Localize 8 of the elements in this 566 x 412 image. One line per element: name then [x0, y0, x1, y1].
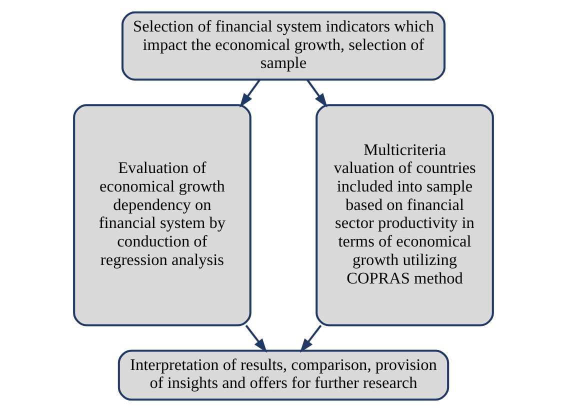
node-box: Multicriteria valuation of countries included into sample based on financial sector productivity in terms of economical growth utilizing COPRAS method — [315, 104, 494, 326]
arrow — [299, 324, 322, 353]
node-box: Interpretation of results, comparison, provision of insights and offers for further research — [117, 350, 449, 401]
arrow — [244, 324, 267, 353]
node-box: Evaluation of economical growth dependency on financial system by conduction of regression analysis — [72, 104, 251, 326]
arrow — [239, 79, 260, 108]
arrow — [306, 79, 327, 108]
node-box: Selection of financial system indicators which impact the economical growth, selection of sample — [120, 11, 446, 81]
